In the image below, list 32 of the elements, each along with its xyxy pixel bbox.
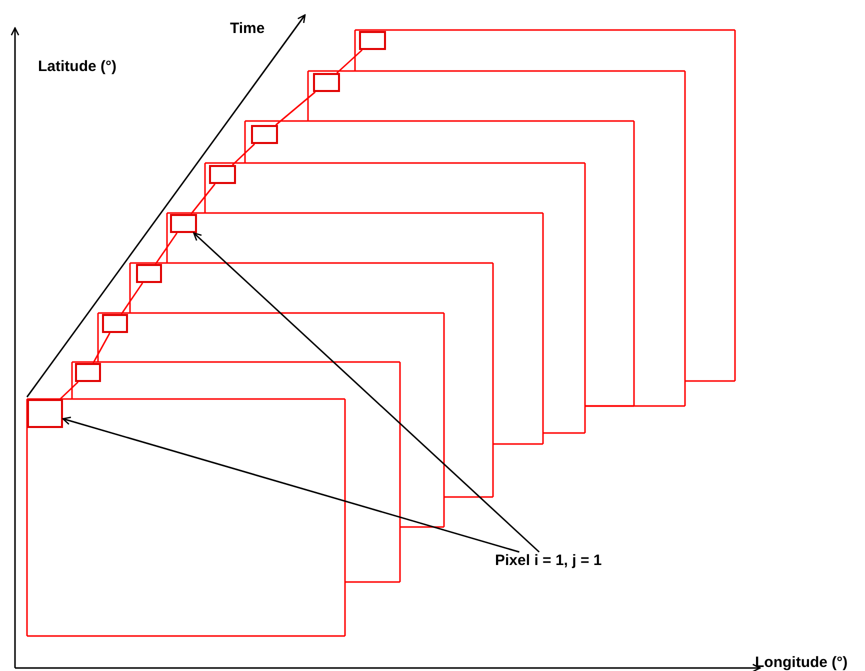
pixel-square [170, 214, 197, 233]
connector-line [60, 381, 79, 400]
axis-label: Latitude (°) [38, 58, 116, 75]
image-frame [308, 71, 685, 406]
image-frame [205, 163, 585, 433]
pixel-square [136, 264, 162, 283]
connector-line [232, 143, 256, 166]
leader-arrow [193, 232, 540, 553]
pixel-square [313, 73, 340, 92]
image-frame [355, 30, 735, 381]
axis-label: Time [230, 20, 265, 37]
pixel-square [27, 399, 63, 428]
connector-line [190, 184, 216, 214]
connector-line [336, 49, 363, 74]
pixel-square [75, 363, 101, 382]
pixel-square [251, 125, 278, 144]
connector-line [154, 232, 178, 264]
image-frame [27, 399, 345, 636]
image-frame [167, 213, 543, 444]
connector-line [120, 282, 144, 314]
connector-line [92, 332, 110, 364]
axis-label: Longitude (°) [755, 654, 848, 671]
leader-arrow [62, 416, 520, 553]
connector-line [275, 91, 316, 126]
image-frame [130, 263, 493, 497]
pixel-square [102, 314, 128, 333]
pixel-square [209, 165, 236, 184]
annotation-label: Pixel i = 1, j = 1 [495, 552, 602, 569]
image-frame [72, 362, 400, 582]
image-frame [98, 313, 444, 527]
image-frame [245, 121, 634, 406]
pixel-square [359, 31, 386, 50]
